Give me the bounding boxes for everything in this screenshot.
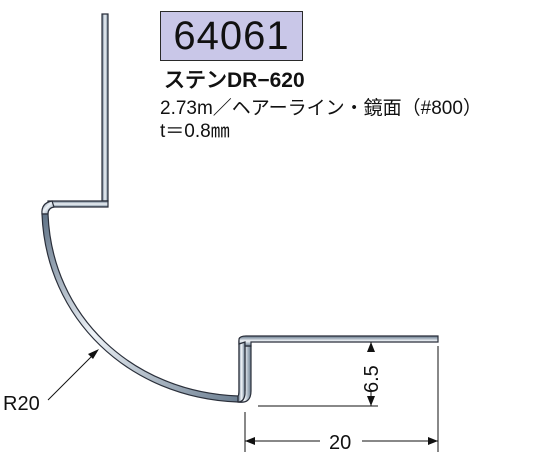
profile-return-leg xyxy=(237,340,246,403)
profile-top-step xyxy=(47,200,109,208)
profile-quarter-arc xyxy=(41,213,239,403)
profile-vertical-leg xyxy=(101,13,109,202)
product-name: ステンDR−620 xyxy=(164,69,305,92)
profile-top-flange xyxy=(238,335,439,347)
height-label-bg xyxy=(360,352,382,392)
radius-label: R20 xyxy=(3,393,40,415)
height-dimension: 6.5 xyxy=(258,342,383,407)
radius-leader-line xyxy=(47,351,97,401)
profile-corner-bend xyxy=(41,200,55,215)
width-dimension: 20 xyxy=(244,346,439,454)
height-arrow-bottom xyxy=(367,396,375,406)
width-label: 20 xyxy=(329,432,351,454)
width-label-bg xyxy=(320,430,362,452)
product-code-badge: 64061 xyxy=(160,11,303,61)
radius-arrowhead xyxy=(88,349,99,359)
width-arrow-left xyxy=(245,437,255,445)
length-finish-spec: 2.73m／ヘアーライン・鏡面（#800） xyxy=(160,98,482,119)
height-label: 6.5 xyxy=(361,365,383,393)
stainless-profile xyxy=(41,13,439,403)
radius-dimension: R20 xyxy=(3,349,99,415)
thickness-spec: t＝0.8㎜ xyxy=(160,121,230,142)
width-arrow-right xyxy=(428,437,438,445)
height-arrow-top xyxy=(367,342,375,352)
